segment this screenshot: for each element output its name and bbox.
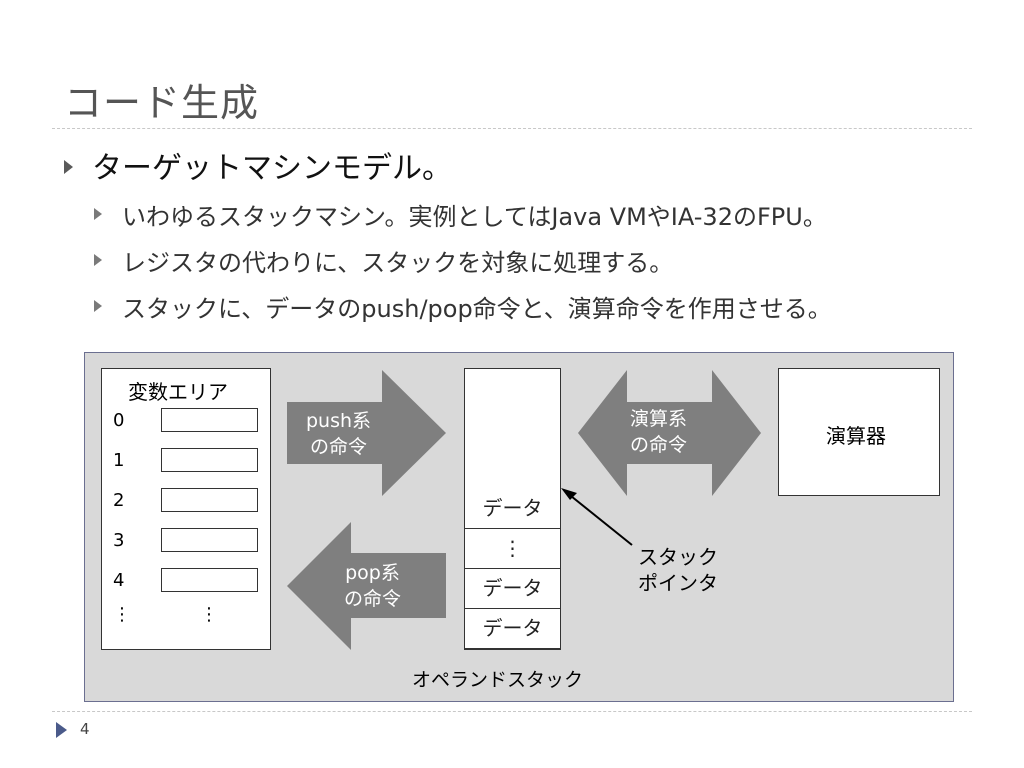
stack-pointer-label: スタック ポインタ [638, 545, 718, 595]
var-index: 3 [113, 530, 125, 551]
var-index: 1 [113, 450, 125, 471]
variable-slot [161, 448, 258, 472]
bullet-marker-icon [94, 208, 102, 220]
stack-cell: データ [464, 609, 561, 649]
bullet-main: ターゲットマシンモデル。 [92, 151, 452, 186]
title-divider [52, 128, 972, 129]
variable-slot [161, 488, 258, 512]
var-slot-ellipsis: ⋮ [200, 604, 218, 625]
footer-divider [52, 711, 972, 712]
alu-arrow-icon [578, 370, 761, 496]
stack-cell-ellipsis: ⋮ [464, 529, 561, 569]
bullet-sub-3: スタックに、データのpush/pop命令と、演算命令を作用させる。 [122, 295, 832, 323]
pop-arrow-label: pop系 の命令 [344, 562, 402, 610]
var-index: 2 [113, 490, 125, 511]
stack-pointer-arrowhead-icon [561, 488, 577, 500]
bullet-sub-1: いわゆるスタックマシン。実例としてはJava VMやIA-32のFPU。 [122, 203, 827, 231]
push-arrow-label: push系 の命令 [306, 410, 372, 458]
operand-stack-label: オペランドスタック [412, 669, 584, 691]
stack-cell: データ [464, 489, 561, 529]
footer-marker-icon [56, 722, 67, 738]
variable-slot [161, 528, 258, 552]
alu-box [778, 368, 940, 496]
page-number: 4 [80, 720, 90, 738]
slide-title: コード生成 [64, 81, 260, 125]
var-index-ellipsis: ⋮ [113, 604, 131, 625]
alu-label: 演算器 [826, 424, 886, 448]
variable-slot [161, 568, 258, 592]
bullet-marker-icon [64, 160, 73, 174]
stack-cell: データ [464, 569, 561, 609]
push-arrow-icon [287, 370, 446, 496]
var-index: 4 [113, 570, 125, 591]
variable-slot [161, 408, 258, 432]
var-index: 0 [113, 410, 125, 431]
bullet-marker-icon [94, 300, 102, 312]
variable-area-title: 変数エリア [128, 380, 228, 404]
bullet-sub-2: レジスタの代わりに、スタックを対象に処理する。 [122, 249, 674, 277]
alu-arrow-label: 演算系 の命令 [630, 408, 688, 456]
pop-arrow-icon [287, 522, 446, 650]
stack-pointer-arrow-icon [565, 491, 633, 546]
bullet-marker-icon [94, 254, 102, 266]
